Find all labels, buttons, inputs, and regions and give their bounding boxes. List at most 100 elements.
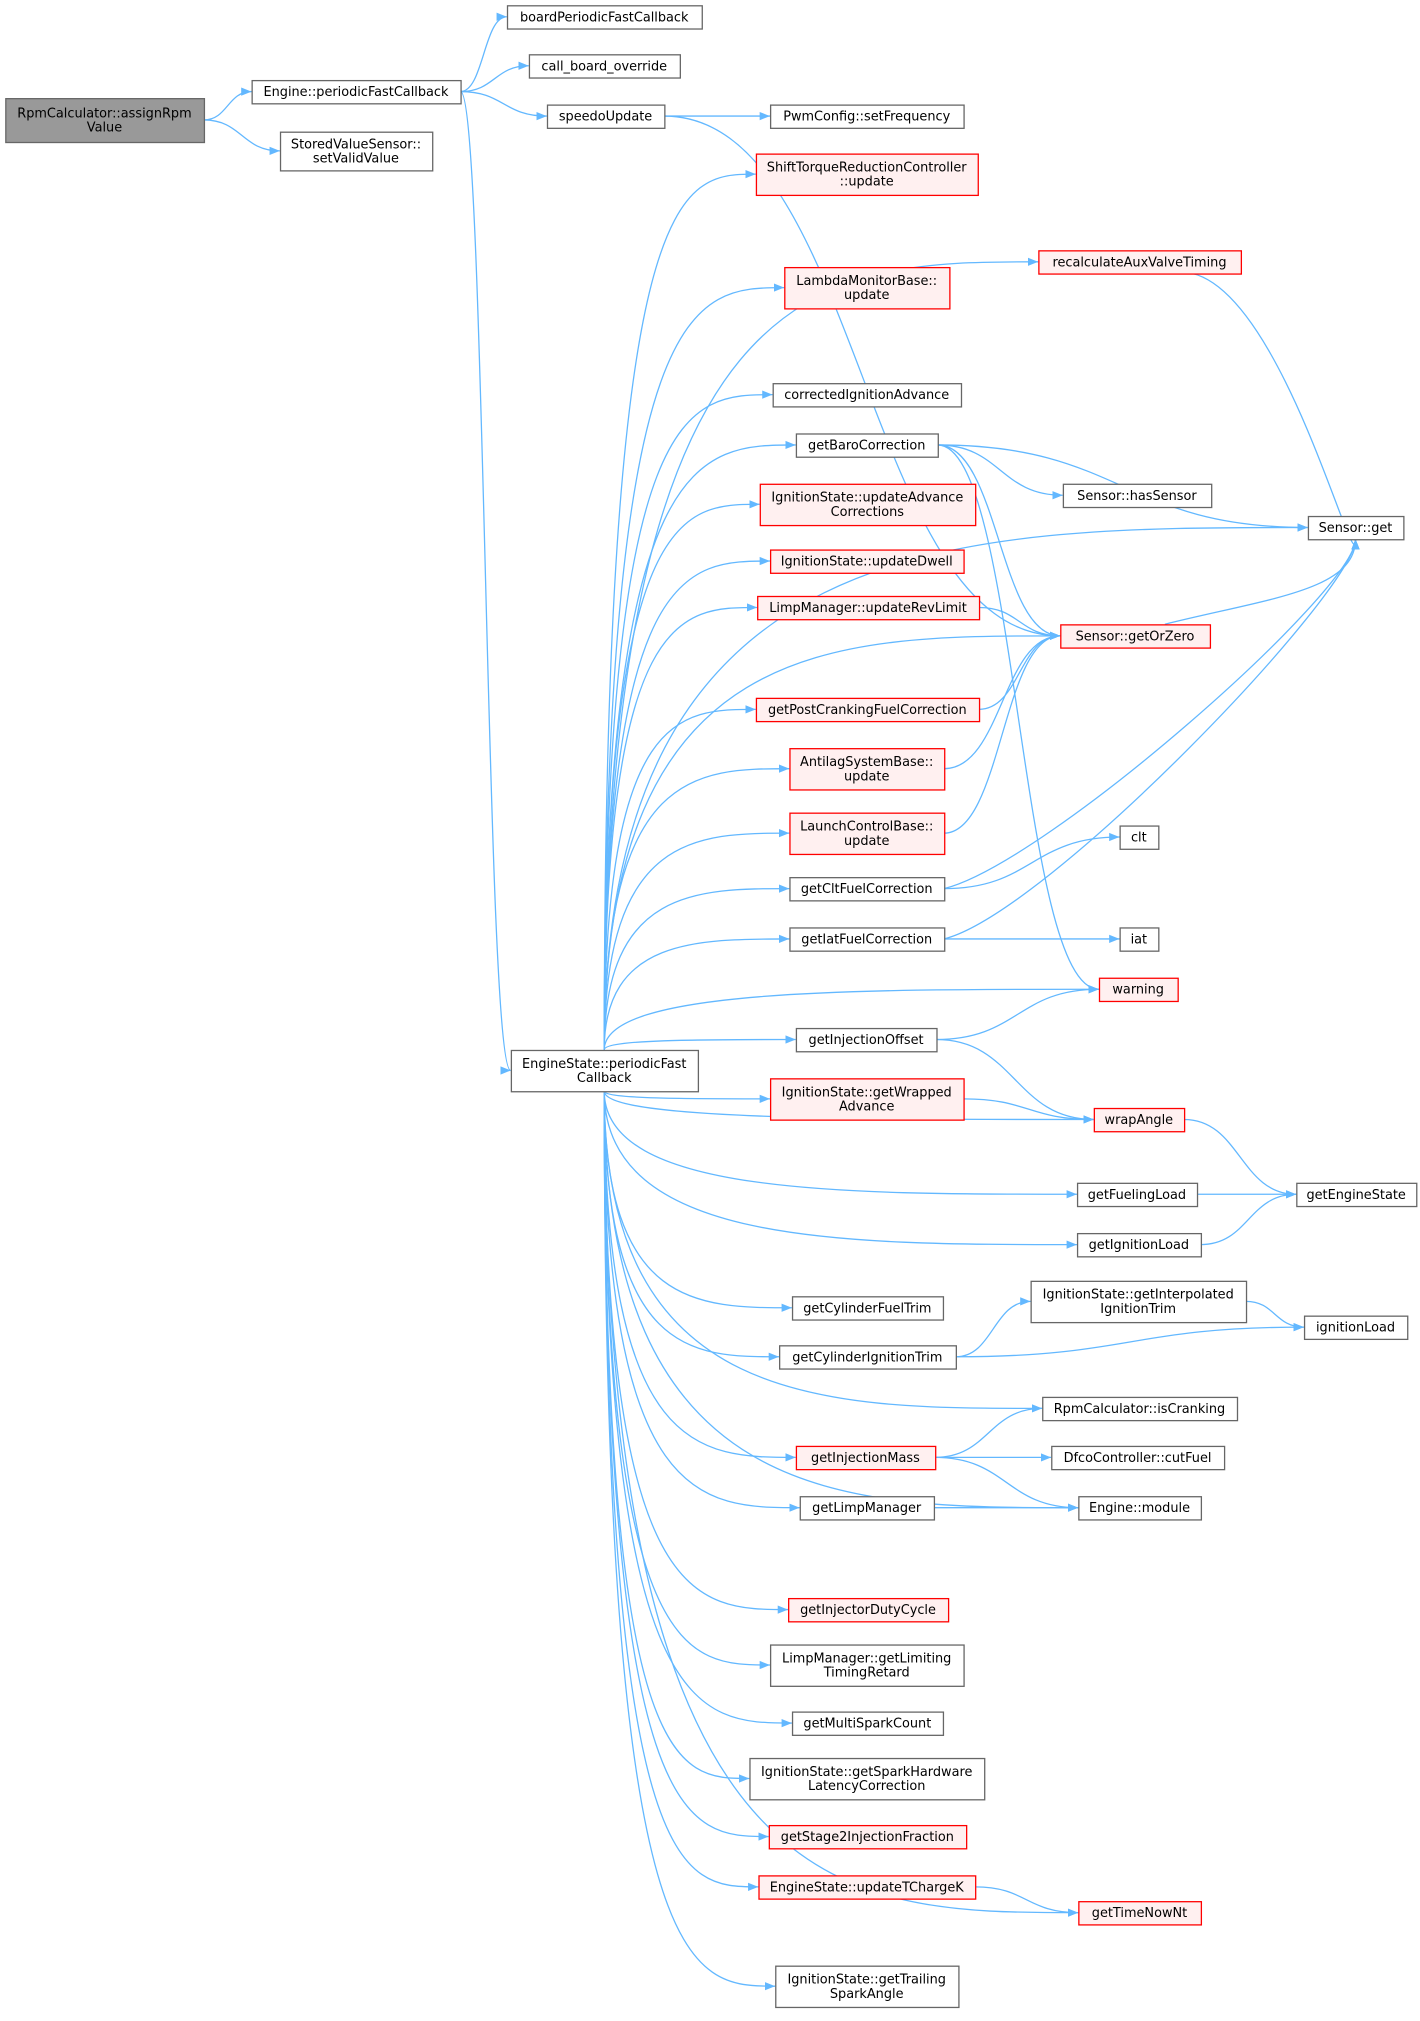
edge-baro-to-getorzero [937,444,1061,640]
node-engine[interactable]: Engine::periodicFastCallback [251,79,462,105]
edge-baro-to-hassensor [937,444,1063,500]
node-board[interactable]: boardPeriodicFastCallback [506,5,703,30]
edge-espfc-to-lambda [603,283,785,1050]
node-box [1076,1182,1199,1208]
edge-espfc-to-tcharge [603,1091,759,1891]
node-callboard[interactable]: call_board_override [528,54,681,79]
edge-espfc-to-warning [603,985,1099,1050]
edges-layer [203,12,1360,1991]
node-box [1098,977,1179,1003]
node-postcrank[interactable]: getPostCrankingFuelCorrection [755,697,981,723]
node-lambda[interactable]: LambdaMonitorBase::update [784,266,951,310]
edge-engine-to-espfc [459,90,512,1075]
node-sensorget[interactable]: Sensor::get [1307,515,1405,541]
node-module[interactable]: Engine::module [1078,1496,1203,1521]
node-label: Sensor::hasSensor [1077,489,1197,504]
node-box [789,927,946,952]
node-label: update [844,288,889,303]
node-box [755,697,981,723]
node-stored[interactable]: StoredValueSensor::setValidValue [279,131,434,172]
node-label: getStage2InjectionFraction [781,1830,954,1845]
edge-espfc-to-antilag [603,764,790,1050]
node-label: LimpManager::getLimiting [782,1651,951,1666]
edge-espfc-to-module [603,1091,1079,1512]
node-clt[interactable]: clt [1119,825,1160,850]
edge-engine-to-board [460,12,507,93]
node-stage2[interactable]: getStage2InjectionFraction [768,1824,968,1850]
node-cltfuel[interactable]: getCltFuelCorrection [789,877,946,902]
node-antilag[interactable]: AntilagSystemBase::update [789,748,946,791]
edge-espfc-to-timenow [603,1091,1079,1917]
node-label: Engine::module [1089,1501,1190,1516]
edge-launch-to-getorzero [944,631,1061,834]
node-ignitionloadget[interactable]: getIgnitionLoad [1076,1232,1203,1258]
node-box [1119,927,1160,952]
edge-espfc-to-ignitionloadget [603,1091,1077,1249]
edge-espfc-to-sensorget [603,523,1308,1050]
node-label: RpmCalculator::isCranking [1054,1402,1225,1417]
edge-tcharge-to-timenow [975,1886,1079,1917]
edge-speedo-to-getorzero [664,115,1061,640]
node-box [1078,1901,1203,1926]
node-launch[interactable]: LaunchControlBase::update [789,812,946,856]
node-box [1030,1280,1248,1324]
node-warning[interactable]: warning [1098,977,1179,1003]
node-tcharge[interactable]: EngineState::updateTChargeK [758,1875,977,1900]
node-iatfuel[interactable]: getIatFuelCorrection [789,927,946,952]
node-injmass[interactable]: getInjectionMass [795,1445,937,1471]
node-corrected[interactable]: correctedIgnitionAdvance [772,383,963,408]
node-box [791,1296,945,1321]
edge-espfc-to-updadv [603,500,760,1050]
edge-espfc-to-trailing [603,1091,776,1991]
node-timenow[interactable]: getTimeNowNt [1078,1901,1203,1926]
node-shift[interactable]: ShiftTorqueReductionController::update [755,153,979,197]
node-revlimit[interactable]: LimpManager::updateRevLimit [757,595,981,621]
node-recalc[interactable]: recalculateAuxValveTiming [1038,250,1243,275]
node-label: getMultiSparkCount [803,1717,931,1732]
node-upddwell[interactable]: IgnitionState::updateDwell [769,549,965,574]
node-label: Callback [577,1071,632,1086]
node-cylign[interactable]: getCylinderIgnitionTrim [779,1345,957,1370]
node-box [1078,1496,1203,1521]
node-multispark[interactable]: getMultiSparkCount [791,1711,945,1736]
node-interp[interactable]: IgnitionState::getInterpolatedIgnitionTr… [1030,1280,1248,1324]
node-injduty[interactable]: getInjectorDutyCycle [788,1597,950,1623]
node-box [789,877,946,902]
node-box [749,1757,986,1801]
node-sparkhw[interactable]: IgnitionState::getSparkHardwareLatencyCo… [749,1757,986,1801]
node-fuelingload[interactable]: getFuelingLoad [1076,1182,1199,1208]
node-wrapangle[interactable]: wrapAngle [1093,1107,1186,1133]
node-label: getLimpManager [812,1501,922,1516]
node-espfc[interactable]: EngineState::periodicFastCallback [510,1049,700,1093]
node-ignitionload[interactable]: ignitionLoad [1303,1315,1409,1341]
node-getorzero[interactable]: Sensor::getOrZero [1060,624,1212,649]
edge-injoffset-to-wrapangle [936,1038,1094,1124]
node-label: getIgnitionLoad [1089,1238,1189,1253]
node-box [1296,1182,1418,1208]
node-baro[interactable]: getBaroCorrection [795,433,939,458]
node-label: StoredValueSensor:: [291,137,421,152]
node-enginestate[interactable]: getEngineState [1296,1182,1418,1208]
node-cutfuel[interactable]: DfcoController::cutFuel [1051,1445,1226,1471]
edge-espfc-to-launch [603,829,790,1050]
node-iscranking[interactable]: RpmCalculator::isCranking [1042,1396,1239,1422]
edge-espfc-to-wrapped [603,1090,770,1103]
node-box [791,1711,945,1736]
edge-iatfuel-to-sensorget [943,539,1360,940]
edge-getorzero-to-sensorget [1164,539,1360,625]
node-pwm[interactable]: PwmConfig::setFrequency [769,104,965,129]
node-cylfuel[interactable]: getCylinderFuelTrim [791,1296,945,1321]
node-limpmgr[interactable]: getLimpManager [799,1496,936,1521]
node-box [1042,1396,1239,1422]
node-iat[interactable]: iat [1119,927,1160,952]
node-hassensor[interactable]: Sensor::hasSensor [1062,483,1213,509]
edge-injmass-to-iscranking [935,1404,1043,1459]
node-speedo[interactable]: speedoUpdate [546,104,666,129]
node-injoffset[interactable]: getInjectionOffset [795,1027,938,1053]
